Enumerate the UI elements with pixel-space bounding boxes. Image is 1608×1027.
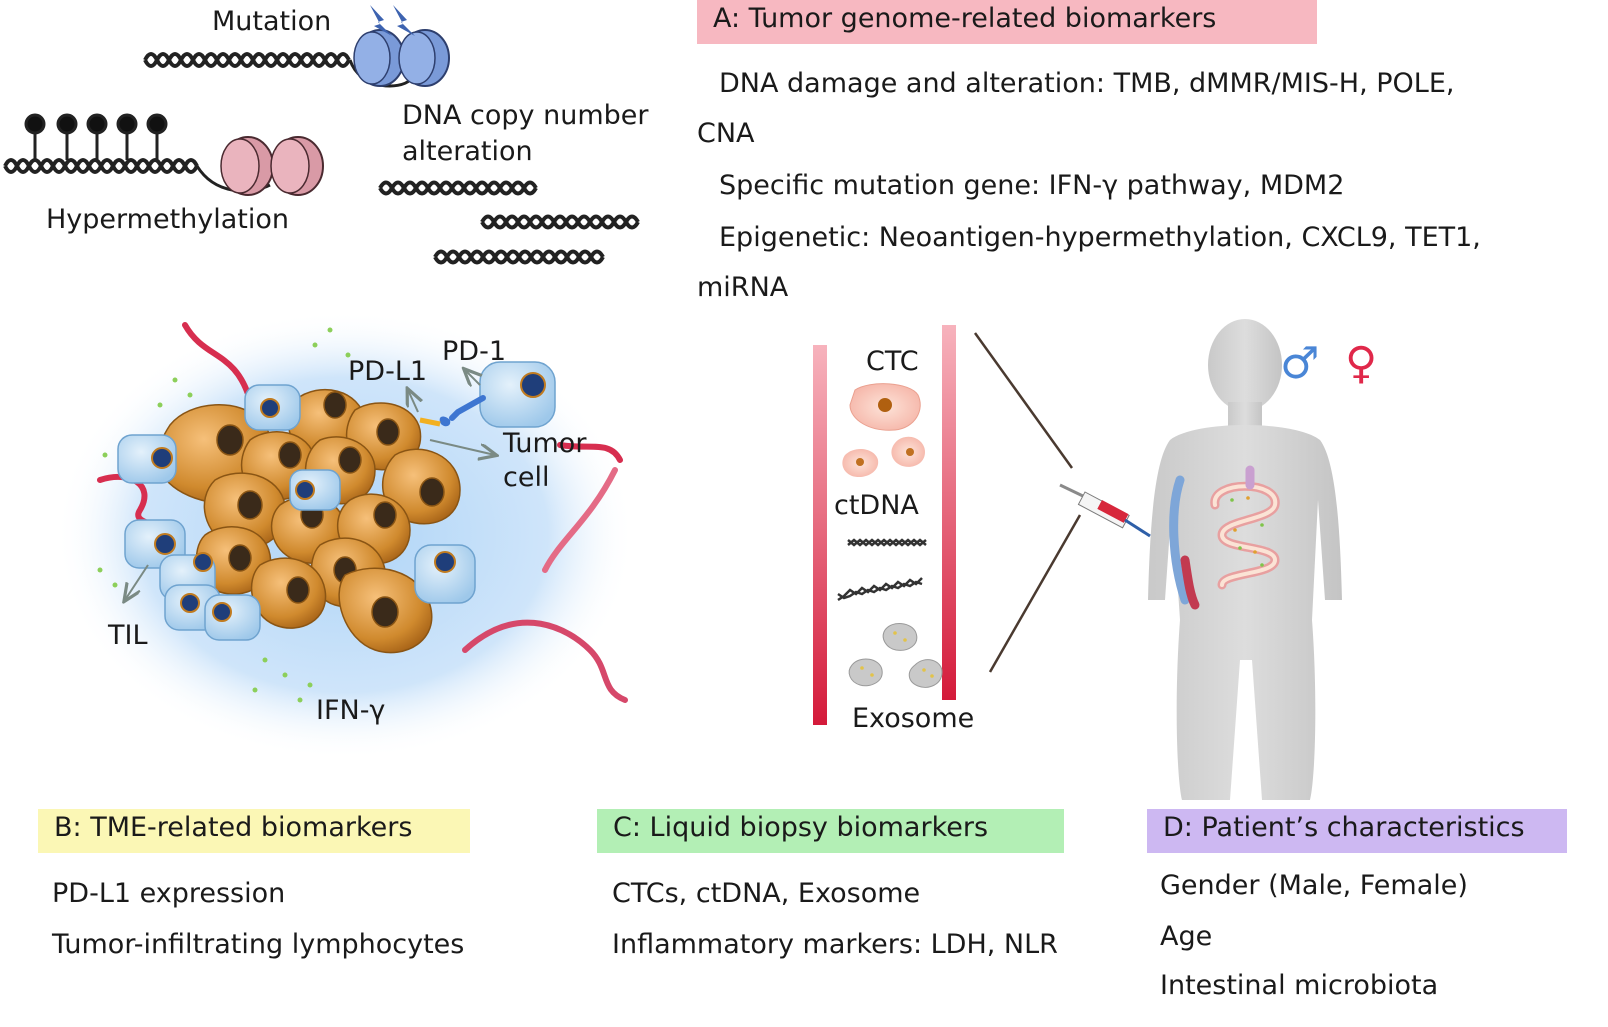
cna-dna-fragments (378, 180, 640, 265)
cna-label-line1: DNA copy number (402, 100, 649, 131)
hypermethylation-label: Hypermethylation (46, 204, 290, 235)
panel-a-line-5: miRNA (697, 272, 789, 303)
pdl1-label: PD-L1 (348, 356, 428, 387)
ctdna-fragments (837, 538, 927, 602)
t-cells (117, 361, 556, 641)
panel-b-header: B: TME-related biomarkers (38, 809, 470, 853)
til-label: TIL (108, 620, 148, 651)
male-symbol-icon: ♂ (1280, 338, 1320, 389)
female-symbol-icon: ♀ (1345, 338, 1378, 389)
panel-d-header: D: Patient’s characteristics (1147, 809, 1567, 853)
arm-artery-graphic (1180, 555, 1200, 610)
panel-a-line-4: Epigenetic: Neoantigen-hypermethylation,… (719, 222, 1481, 253)
human-body-silhouette (1148, 319, 1342, 800)
tumor-cell-label-line1: Tumor (503, 428, 587, 459)
cytokine-dots (97, 327, 351, 703)
panel-a-line-1: DNA damage and alteration: TMB, dMMR/MIS… (719, 68, 1455, 99)
ctc-cells (842, 383, 925, 478)
panel-a-line-2: CNA (697, 118, 755, 149)
syringe-icon (1059, 483, 1151, 538)
panel-c-line-2: Inflammatory markers: LDH, NLR (612, 929, 1058, 960)
tumor-cell-cluster (157, 388, 461, 654)
panel-c-header: C: Liquid biopsy biomarkers (597, 809, 1064, 853)
pd1-pdl1-receptors (419, 395, 486, 427)
panel-a-line-3: Specific mutation gene: IFN-γ pathway, M… (719, 170, 1345, 201)
panel-d-line-3: Intestinal microbiota (1160, 970, 1439, 1001)
exosome-label: Exosome (852, 703, 975, 734)
panel-b-line-1: PD-L1 expression (52, 878, 286, 909)
vessel-wall-left (813, 345, 827, 725)
pd1-label: PD-1 (442, 336, 506, 367)
mutation-label: Mutation (212, 6, 332, 37)
cna-label-line2: alteration (402, 136, 533, 167)
annotation-arrows (125, 370, 495, 600)
ifn-gamma-label: IFN-γ (316, 695, 386, 726)
panel-a-header: A: Tumor genome-related biomarkers (697, 0, 1317, 44)
panel-d-line-2: Age (1160, 921, 1213, 952)
arm-vein-graphic (1169, 475, 1190, 605)
mutation-dna-graphic (143, 29, 450, 88)
intestine-graphic (1210, 465, 1280, 590)
ctdna-label: ctDNA (834, 490, 919, 521)
hypermethylation-dna-graphic (3, 113, 324, 196)
ctc-label: CTC (866, 346, 919, 377)
tumor-cell-label-line2: cell (503, 462, 550, 493)
panel-b-line-2: Tumor-infiltrating lymphocytes (52, 929, 465, 960)
zoom-lines (973, 332, 1082, 673)
panel-d-line-1: Gender (Male, Female) (1160, 870, 1468, 901)
vessel-wall-right (942, 325, 956, 700)
lightning-bolt-icon (370, 5, 415, 36)
panel-c-line-1: CTCs, ctDNA, Exosome (612, 878, 921, 909)
exosome-particles (848, 623, 943, 688)
